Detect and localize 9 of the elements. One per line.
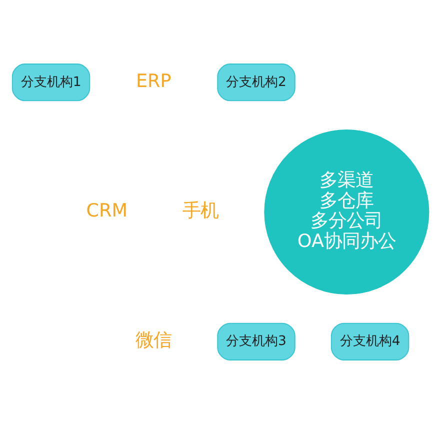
- node-box: 分支机构4: [330, 322, 410, 360]
- label: 微信: [136, 330, 172, 352]
- node-box: 分支机构2: [217, 64, 296, 102]
- node-box: 分支机构1: [12, 64, 90, 102]
- node-box: 分支机构3: [217, 322, 296, 360]
- label: 手机: [182, 200, 218, 222]
- label: CRM: [86, 200, 128, 222]
- label: ERP: [136, 70, 172, 92]
- node-circle: 多渠道 多仓库 多分公司 OA协同办公: [264, 129, 430, 295]
